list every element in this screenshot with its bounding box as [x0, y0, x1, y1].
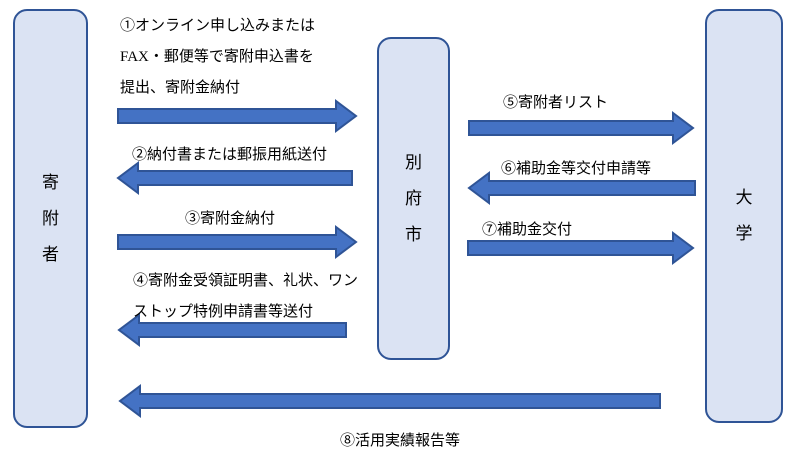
arrow-flow-1-right-icon: [116, 99, 358, 133]
flow-label-8-line-1: ⑧活用実績報告等: [340, 433, 461, 449]
node-city: 別府市: [377, 37, 450, 360]
flow-label-2: ②納付書または郵振用紙送付: [132, 140, 327, 171]
flow-label-7-line-1: ⑦補助金交付: [482, 222, 573, 238]
arrow-flow-4-left-icon: [117, 313, 348, 347]
arrow-flow-2-left-icon: [116, 161, 354, 195]
arrow-flow-7-right-icon: [466, 231, 695, 265]
flow-label-5: ⑤寄附者リスト: [503, 88, 608, 119]
flow-label-6: ⑥補助金等交付申請等: [501, 154, 651, 185]
flow-label-3-line-1: ③寄附金納付: [185, 211, 276, 227]
flow-label-4-line-1: ④寄附金受領証明書、礼状、ワン: [133, 273, 359, 289]
flow-label-2-line-1: ②納付書または郵振用紙送付: [132, 147, 328, 163]
arrow-flow-6-left-icon: [467, 171, 697, 205]
flow-label-5-line-1: ⑤寄附者リスト: [503, 95, 609, 111]
node-university-label: 大学: [735, 188, 753, 243]
node-university: 大学: [705, 9, 783, 423]
arrow-flow-3-right-icon: [116, 225, 358, 259]
arrow-flow-5-right-icon: [467, 111, 695, 145]
flow-label-1-line-3: 提出、寄附金納付: [120, 80, 241, 96]
flow-label-4: ④寄附金受領証明書、礼状、ワン ストップ特例申請書等送付: [133, 266, 358, 328]
node-donor-label: 寄附者: [42, 172, 59, 264]
node-donor: 寄附者: [13, 9, 88, 428]
flow-label-1-line-1: ①オンライン申し込みまたは: [120, 18, 316, 34]
flow-label-1: ①オンライン申し込みまたは FAX・郵便等で寄附申込書を 提出、寄附金納付: [120, 11, 315, 104]
node-city-label: 別府市: [405, 152, 422, 244]
flow-label-4-line-2: ストップ特例申請書等送付: [133, 304, 314, 320]
flow-label-1-line-2: FAX・郵便等で寄附申込書を: [120, 49, 314, 65]
flow-label-3: ③寄附金納付: [185, 204, 275, 235]
flow-label-8: ⑧活用実績報告等: [340, 426, 460, 451]
flow-label-7: ⑦補助金交付: [482, 215, 572, 246]
flow-label-6-line-1: ⑥補助金等交付申請等: [501, 161, 652, 177]
arrow-flow-8-left-icon: [118, 384, 662, 418]
